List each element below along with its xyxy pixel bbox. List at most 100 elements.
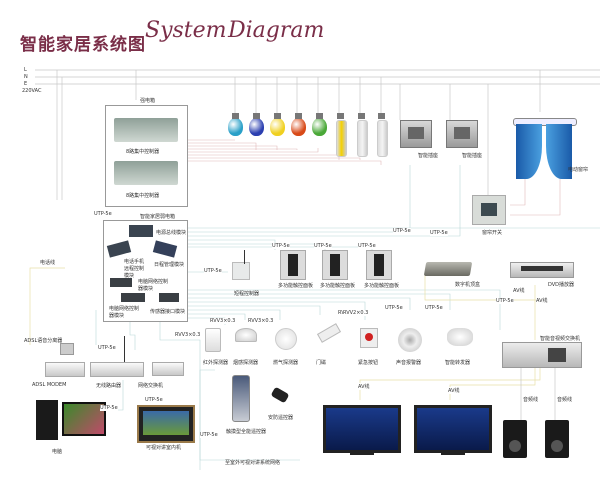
light-bulb-icon (228, 118, 243, 136)
light-bulb-icon (336, 120, 347, 157)
sensor-cable-label: UTP-5e (385, 305, 403, 311)
pc-monitor-icon (62, 402, 106, 436)
sensor-device (275, 328, 297, 350)
tv-1 (323, 405, 401, 453)
adsl-splitter-device (60, 343, 74, 355)
touch-panel-label: 多功能触控面板 (320, 283, 356, 289)
dvd-label: DVD播放器 (548, 282, 575, 288)
touch-remote-icon (232, 375, 250, 422)
module-label: 电脑网络控制器模块 (138, 279, 169, 292)
cable-label-utp: UTP-5e (94, 211, 112, 217)
intercom-label: 可视对讲室内机 (146, 445, 182, 451)
speaker-left (503, 420, 527, 458)
weak-box-label: 智能家居弱电箱 (140, 214, 176, 220)
cable-label-utp: UTP-5e (145, 397, 163, 403)
module-network-1 (110, 278, 132, 287)
speaker-cable-label: 音频线 (557, 396, 573, 403)
module-label: 日程管理模块 (154, 262, 185, 268)
power-voltage: 220VAC (22, 88, 42, 94)
controller-device-2 (114, 161, 178, 185)
controller-device-1 (114, 118, 178, 142)
module-network-2 (121, 293, 145, 302)
cable-label-utp: UTP-5e (272, 243, 290, 249)
bulb-cap (337, 113, 344, 119)
touch-panel-device (322, 250, 348, 280)
diagram-title-en-system: System (145, 18, 227, 43)
sensor-device (205, 328, 221, 352)
bulb-cap (295, 113, 302, 119)
computer-label: 电脑 (52, 449, 63, 455)
cable-label-utp: UTP-5e (200, 432, 218, 438)
bulb-cap (274, 113, 281, 119)
dvd-player-device (510, 262, 574, 278)
adsl-splitter-label: ADSL语音分离器 (24, 338, 63, 344)
bulb-cap (253, 113, 260, 119)
settop-box-label: 数字机顶盒 (455, 282, 481, 288)
intercom-indoor-device (137, 405, 195, 443)
curtain-right-icon (546, 124, 572, 179)
adsl-modem-device (45, 362, 85, 377)
curtain-switch (472, 195, 506, 225)
sensor-label: 紧急按钮 (358, 360, 379, 366)
cable-label-av: AV线 (536, 297, 548, 304)
bulb-cap (316, 113, 323, 119)
sensor-cable-label: RVV3×0.3 (210, 318, 236, 324)
cable-label-av: AV线 (358, 383, 370, 390)
module-label: 传感器接口模块 (150, 309, 186, 315)
sensor-device (360, 328, 378, 348)
module-label: 电话手机远程控制模块 (124, 259, 145, 279)
controller-label-2: 8路集中控制器 (126, 193, 160, 199)
sensor-cable-label: RVV3×0.3 (248, 318, 274, 324)
cable-label-utp: UTP-5e (393, 228, 411, 234)
smart-socket-1 (400, 120, 432, 148)
pc-tower-icon (36, 400, 58, 440)
module-label: 电源总线模块 (156, 230, 187, 236)
diagram-title-cn: 智能家居系统图 (20, 35, 146, 55)
av-switch-device (502, 342, 582, 368)
cable-label-utp: UTP-5e (496, 298, 514, 304)
outdoor-intercom-net-label: 至室外可视对讲系统网络 (225, 460, 281, 466)
light-bulb-icon (291, 118, 306, 136)
power-line-e: E (24, 81, 28, 87)
sensor-device (447, 328, 473, 346)
touch-panel-label: 多功能触控面板 (278, 283, 314, 289)
touch-panel-device (280, 250, 306, 280)
bulb-cap (378, 113, 385, 119)
smart-socket-label-1: 智能插座 (418, 153, 439, 159)
adsl-modem-label: ADSL MODEM (32, 382, 67, 388)
cable-label-utp: UTP-5e (204, 268, 222, 274)
short-range-controller (232, 262, 250, 280)
cable-label-utp: UTP-5e (430, 230, 448, 236)
sensor-label: 红外探测器 (203, 360, 229, 366)
antenna-icon (244, 250, 245, 264)
curtain-switch-label: 窗帘开关 (482, 230, 503, 236)
av-switch-label: 智能音视频交换机 (540, 336, 581, 342)
sensor-label: 门磁 (316, 360, 327, 366)
module-phone (106, 240, 132, 258)
power-line-n: N (24, 74, 28, 80)
network-switch-device (152, 362, 184, 376)
smart-socket-label-2: 智能插座 (462, 153, 483, 159)
tv-1-stand (350, 452, 374, 455)
tv-2-stand (441, 452, 465, 455)
cable-label-utp: UTP-5e (358, 243, 376, 249)
module-label: 电脑网络控制器模块 (109, 306, 140, 319)
speaker-cable-label: 音频线 (523, 396, 539, 403)
curtain-label: 电动窗帘 (568, 167, 589, 173)
sensor-cable-label: RVV3×0.3 (175, 332, 201, 338)
short-range-controller-label: 短程控制器 (234, 291, 260, 297)
settop-box-device (423, 262, 473, 276)
security-remote-label: 安防遥控器 (268, 415, 294, 421)
module-sensor-interface (159, 293, 179, 302)
router-antenna-icon (124, 336, 125, 362)
network-switch-label: 网络交换机 (138, 383, 164, 389)
phone-line-label: 电话线 (40, 260, 56, 266)
tv-2 (414, 405, 492, 453)
cable-label-utp: UTP-5e (314, 243, 332, 249)
sensor-label: 燃气探测器 (273, 360, 299, 366)
touch-panel-label: 多功能触控面板 (364, 283, 400, 289)
sensor-label: 烟感探测器 (233, 360, 259, 366)
diagram-title-en-diagram: Diagram (228, 18, 325, 43)
sensor-label: 智能转发器 (445, 360, 471, 366)
